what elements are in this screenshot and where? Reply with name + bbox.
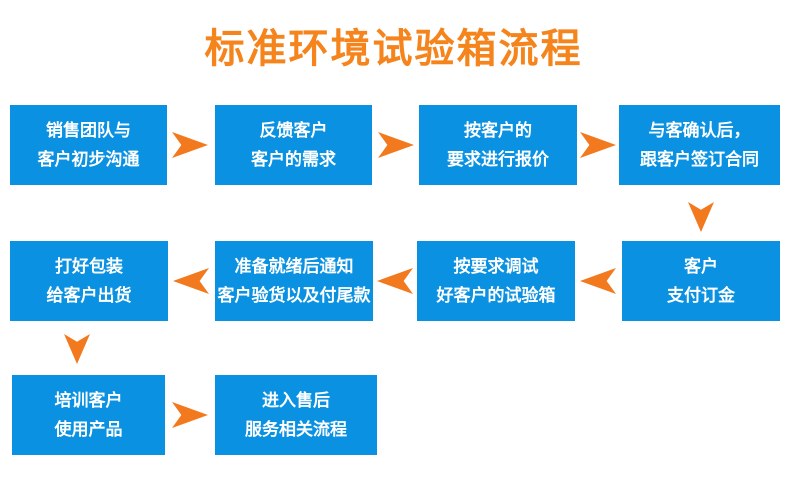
flow-node-sales-initial-contact: 销售团队与 客户初步沟通 bbox=[10, 105, 167, 185]
flow-node-pack-and-ship: 打好包装 给客户出货 bbox=[10, 241, 168, 321]
node-text-line: 准备就绪后通知 bbox=[234, 257, 354, 276]
node-text-line: 使用产品 bbox=[54, 420, 123, 439]
node-text-line: 给客户出货 bbox=[46, 286, 132, 305]
page-title: 标准环境试验箱流程 bbox=[204, 27, 583, 71]
flow-node-debug-test-chamber: 按要求调试 好客户的试验箱 bbox=[417, 241, 575, 321]
node-text-line: 好客户的试验箱 bbox=[436, 286, 556, 305]
flow-node-confirm-sign-contract: 与客确认后， 跟客户签订合同 bbox=[619, 105, 780, 185]
arrow-right-icon bbox=[172, 132, 208, 158]
arrow-left-icon bbox=[580, 268, 616, 294]
node-text-line: 与客确认后， bbox=[648, 121, 751, 140]
flow-node-feedback-customer-needs: 反馈客户 客户的需求 bbox=[215, 105, 372, 185]
node-text-line: 按要求调试 bbox=[453, 257, 539, 276]
arrow-down-icon bbox=[64, 334, 90, 364]
flow-node-quote-per-requirements: 按客户的 要求进行报价 bbox=[419, 105, 577, 185]
node-text-line: 培训客户 bbox=[54, 391, 123, 410]
arrow-right-icon bbox=[580, 132, 616, 158]
arrow-right-icon bbox=[378, 132, 414, 158]
node-text-line: 支付订金 bbox=[667, 286, 735, 305]
node-text-line: 客户的需求 bbox=[251, 150, 336, 169]
node-text-line: 客户验货以及付尾款 bbox=[217, 286, 371, 305]
node-text-line: 进入售后 bbox=[262, 391, 330, 410]
flow-node-train-customer: 培训客户 使用产品 bbox=[12, 375, 165, 455]
flow-node-after-sales-process: 进入售后 服务相关流程 bbox=[215, 375, 377, 455]
node-text-line: 服务相关流程 bbox=[245, 420, 347, 439]
node-text-line: 按客户的 bbox=[464, 121, 532, 140]
arrow-left-icon bbox=[173, 268, 209, 294]
arrow-right-icon bbox=[172, 402, 208, 428]
node-text-line: 客户 bbox=[684, 257, 718, 276]
node-text-line: 要求进行报价 bbox=[447, 150, 549, 169]
node-text-line: 反馈客户 bbox=[259, 121, 328, 140]
arrow-left-icon bbox=[377, 268, 413, 294]
node-text-line: 打好包装 bbox=[55, 257, 123, 276]
flow-node-customer-pays-deposit: 客户 支付订金 bbox=[622, 241, 780, 321]
node-text-line: 跟客户签订合同 bbox=[640, 150, 759, 169]
arrow-down-icon bbox=[688, 202, 714, 232]
flow-node-notify-inspection-balance: 准备就绪后通知 客户验货以及付尾款 bbox=[215, 241, 373, 321]
node-text-line: 客户初步沟通 bbox=[37, 150, 140, 169]
node-text-line: 销售团队与 bbox=[46, 121, 131, 140]
